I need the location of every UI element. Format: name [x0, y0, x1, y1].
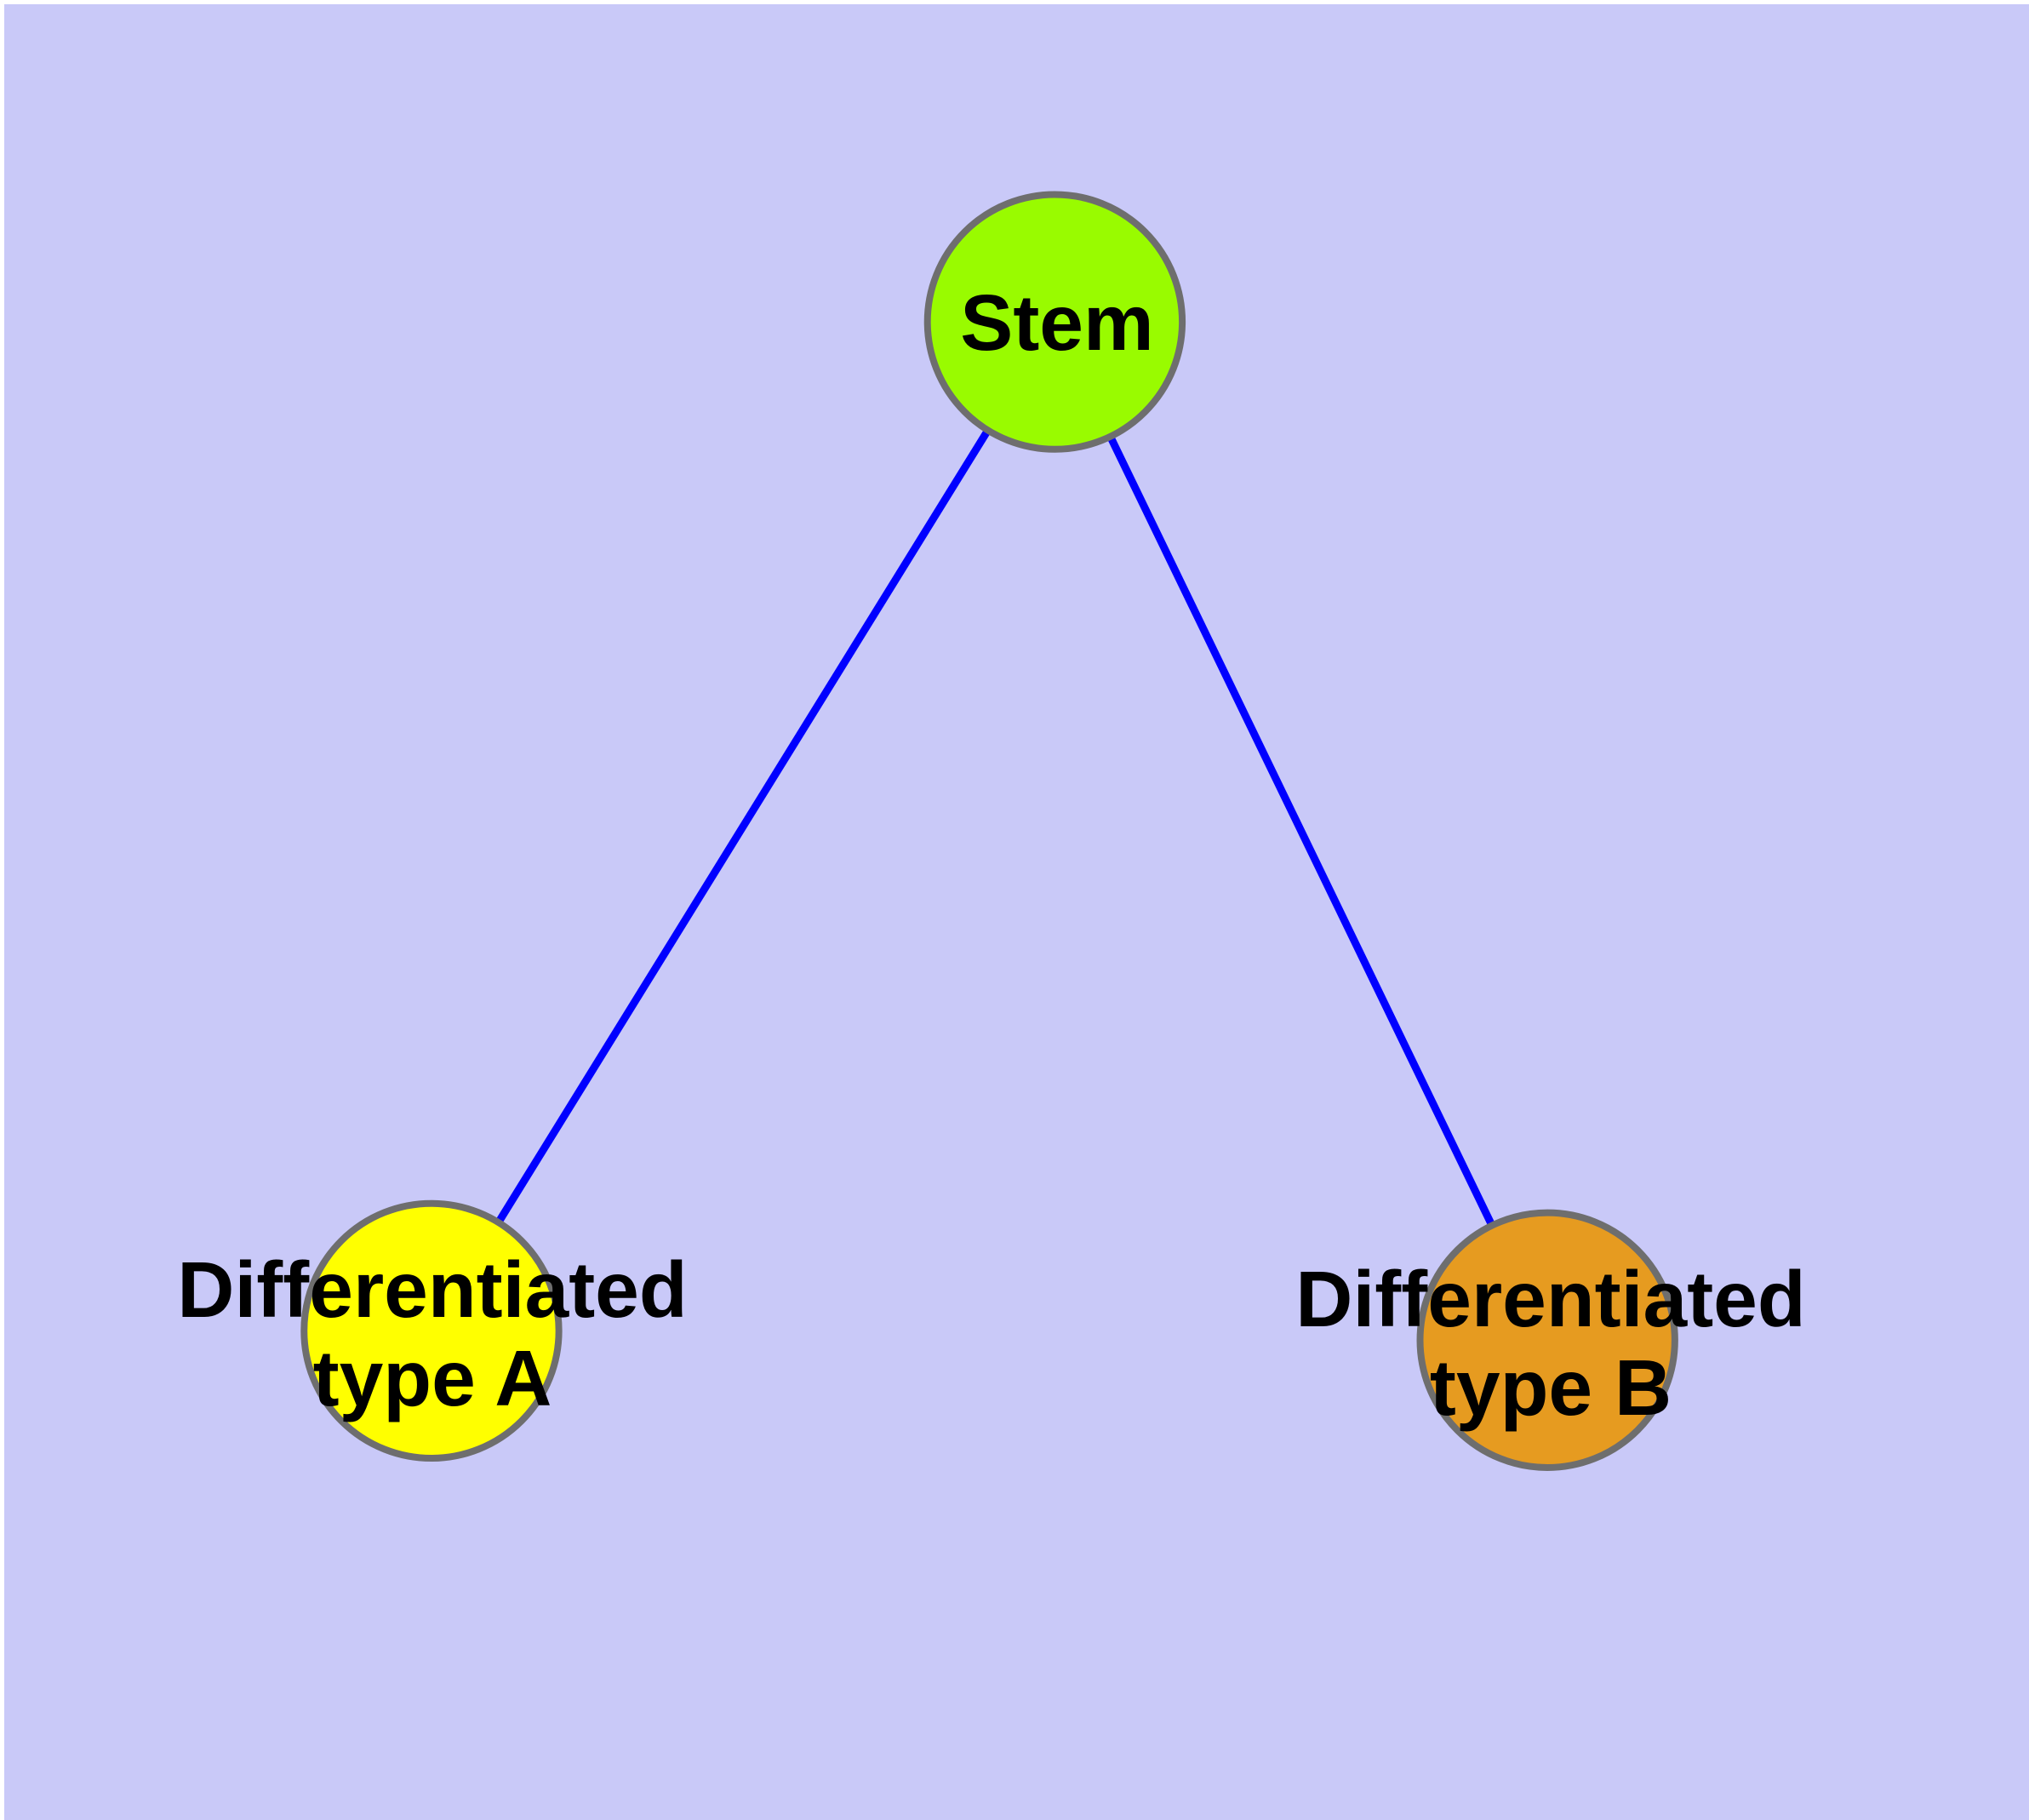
- node-circle-type-b: [1416, 1209, 1678, 1471]
- edge-stem-to-type-b: [1051, 320, 1552, 1342]
- node-circle-stem: [923, 191, 1186, 453]
- node-circle-type-a: [300, 1199, 563, 1462]
- graph-svg: [300, 191, 1678, 1471]
- edge-stem-to-type-a: [428, 319, 1059, 1333]
